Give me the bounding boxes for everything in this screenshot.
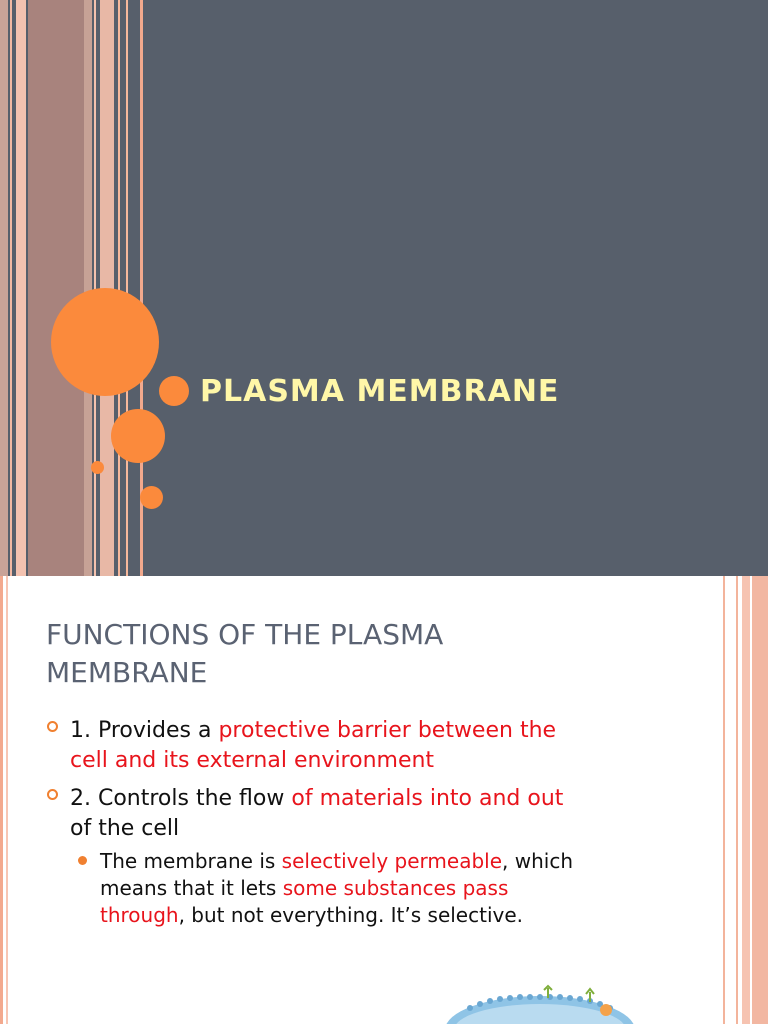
- decor-stripe: [28, 0, 84, 576]
- decor-stripe: [736, 576, 738, 1024]
- decor-circle-small: [91, 461, 104, 474]
- decor-circle: [111, 409, 165, 463]
- bullet-highlight: cell and its external environment: [70, 748, 435, 773]
- bullet-marker-icon: [47, 721, 58, 732]
- decor-circle: [140, 486, 163, 509]
- sub-bullet-item: The membrane is selectively permeable, w…: [100, 848, 660, 929]
- bullet-highlight: protective barrier between the: [218, 718, 557, 743]
- decor-stripe: [0, 576, 3, 1024]
- sub-highlight: selectively permeable: [281, 849, 503, 873]
- cell-membrane-illustration: [446, 984, 634, 1024]
- sub-text: The membrane is: [100, 849, 282, 873]
- decor-stripe: [140, 0, 143, 576]
- content-slide: FUNCTIONS OF THE PLASMA MEMBRANE 1. Prov…: [0, 576, 768, 1024]
- title-line: FUNCTIONS OF THE PLASMA: [46, 618, 444, 651]
- sub-text: means that it lets: [100, 876, 283, 900]
- sub-text: , which: [502, 849, 573, 873]
- bullet-text: 1. Provides a: [70, 718, 219, 743]
- bullet-highlight: of materials into and out: [291, 786, 564, 811]
- decor-stripe: [0, 0, 8, 576]
- decor-stripe: [118, 0, 120, 576]
- sub-text: , but not everything. It’s selective.: [178, 903, 524, 927]
- bullet-text: 2. Controls the flow: [70, 786, 292, 811]
- decor-stripe: [6, 576, 8, 1024]
- bullet-item: 2. Controls the flow of materials into a…: [70, 784, 670, 844]
- decor-circle-large: [51, 288, 159, 396]
- decor-circle: [159, 376, 189, 406]
- decor-stripe: [16, 0, 26, 576]
- bullet-text: of the cell: [70, 816, 180, 841]
- content-title: FUNCTIONS OF THE PLASMA MEMBRANE: [46, 616, 666, 692]
- bullet-item: 1. Provides a protective barrier between…: [70, 716, 670, 776]
- title-line: MEMBRANE: [46, 656, 208, 689]
- sub-highlight: through: [100, 903, 179, 927]
- decor-stripe: [10, 0, 12, 576]
- decor-stripe: [126, 0, 128, 576]
- bullet-marker-icon: [47, 789, 58, 800]
- slide-title: PLASMA MEMBRANE: [200, 374, 560, 409]
- decor-stripe: [742, 576, 750, 1024]
- decor-stripe: [752, 576, 768, 1024]
- sub-highlight: some substances pass: [282, 876, 509, 900]
- title-slide: PLASMA MEMBRANE: [0, 0, 768, 576]
- sub-bullet-dot-icon: [78, 856, 87, 865]
- decor-stripe: [84, 0, 92, 576]
- decor-stripe: [723, 576, 725, 1024]
